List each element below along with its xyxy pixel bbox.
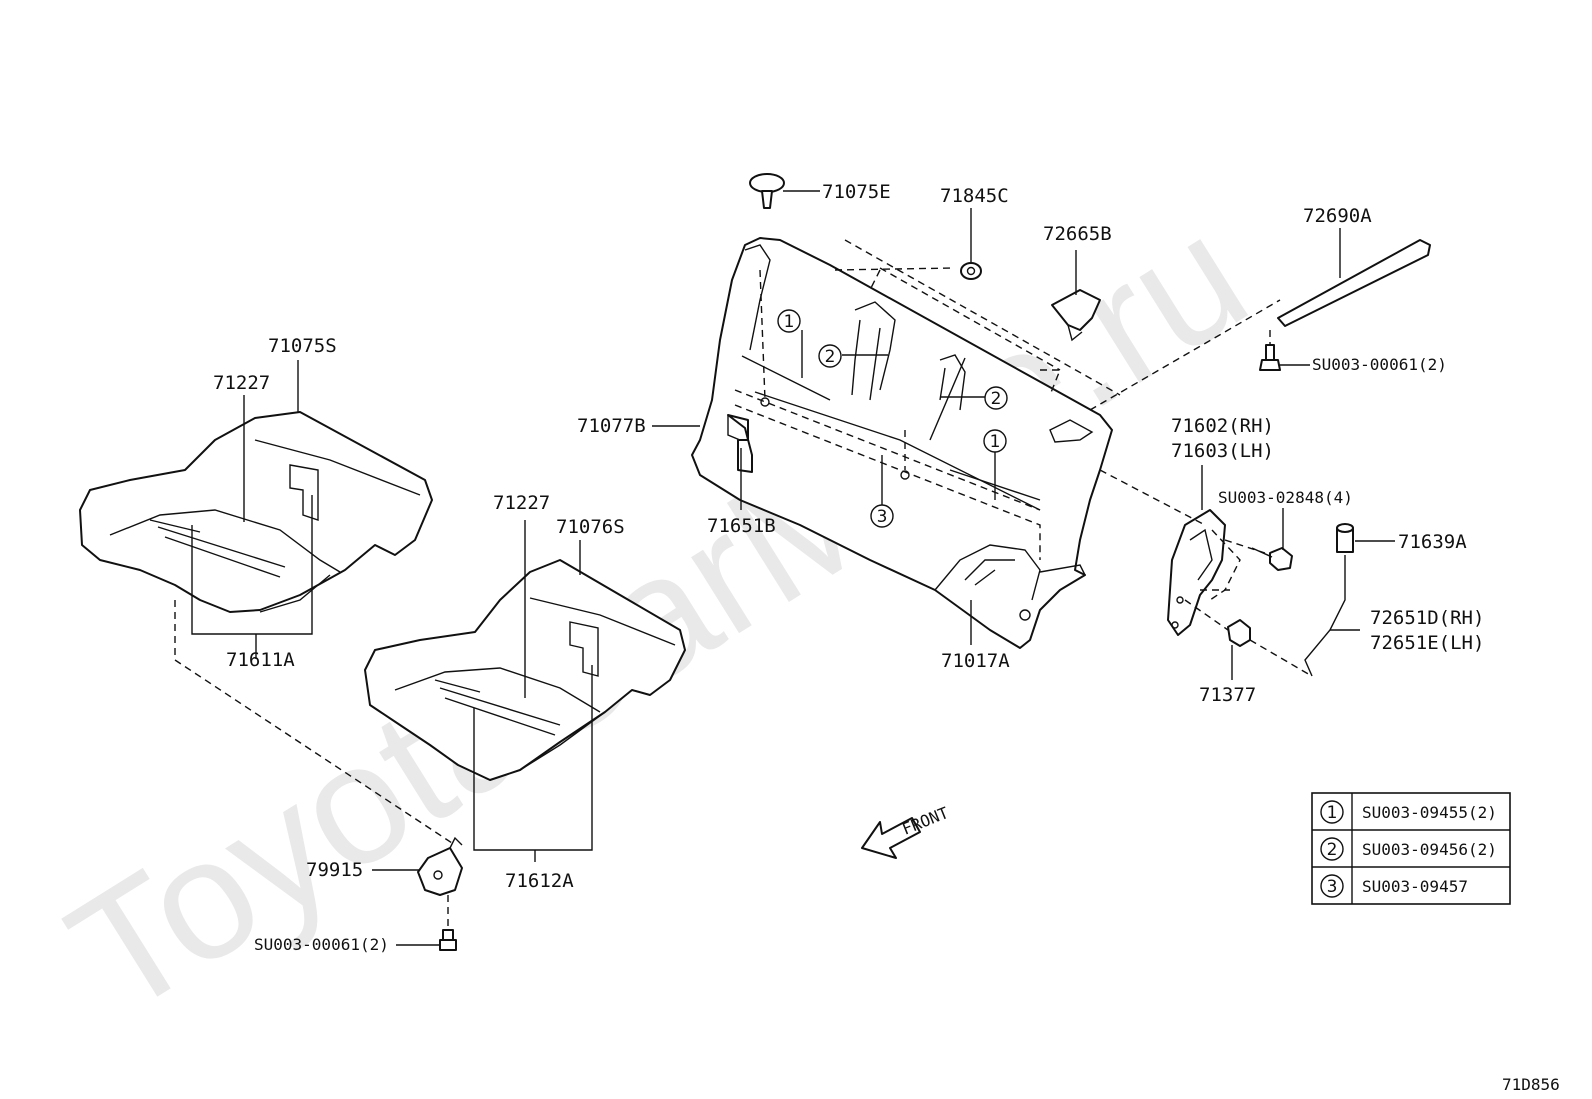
- label-72665b[interactable]: 72665B: [1043, 223, 1112, 245]
- svg-text:SU003-09455(2): SU003-09455(2): [1362, 803, 1497, 822]
- callout-2a[interactable]: 2: [818, 344, 842, 368]
- callout-1b[interactable]: 1: [983, 429, 1007, 453]
- callout-3[interactable]: 3: [870, 504, 894, 528]
- svg-text:SU003-09457: SU003-09457: [1362, 877, 1468, 896]
- label-71227-right[interactable]: 71227: [493, 492, 550, 514]
- strip-72690a[interactable]: [1277, 239, 1431, 327]
- svg-text:2: 2: [825, 347, 836, 367]
- seat-back-wires: [734, 239, 1281, 560]
- clip-71075e[interactable]: [749, 173, 785, 209]
- grommet-71845c[interactable]: [960, 262, 982, 280]
- callout-1a[interactable]: 1: [777, 309, 801, 333]
- pad-71651b[interactable]: [727, 414, 753, 473]
- svg-text:3: 3: [1327, 877, 1338, 897]
- legend-table: 1 SU003-09455(2) 2 SU003-09456(2) 3 SU00…: [1311, 792, 1511, 905]
- diagram-code: 71D856: [1502, 1075, 1560, 1094]
- bolt-su003-02848[interactable]: [1224, 539, 1293, 571]
- hinge-bracket[interactable]: [1099, 469, 1241, 636]
- label-71611a[interactable]: 71611A: [226, 649, 295, 671]
- bolt-bottom-su003-00061[interactable]: [439, 929, 457, 951]
- release-knob-71639a[interactable]: [1336, 523, 1354, 553]
- part-labels: 71075E 71845C 72665B 72690A 71075S 71227…: [213, 181, 1560, 1094]
- label-71077b[interactable]: 71077B: [577, 415, 646, 437]
- leader-lines: [191, 190, 1395, 946]
- label-71227-left[interactable]: 71227: [213, 372, 270, 394]
- label-72651e[interactable]: 72651E(LH): [1370, 632, 1484, 654]
- label-su003-00061-top[interactable]: SU003-00061(2): [1312, 355, 1447, 374]
- label-71076s[interactable]: 71076S: [556, 516, 625, 538]
- label-su003-02848[interactable]: SU003-02848(4): [1218, 488, 1353, 507]
- label-71075e[interactable]: 71075E: [822, 181, 891, 203]
- label-su003-00061-bottom[interactable]: SU003-00061(2): [254, 935, 389, 954]
- svg-text:1: 1: [1327, 803, 1338, 823]
- front-label: FRONT: [899, 803, 951, 839]
- svg-text:1: 1: [784, 312, 795, 332]
- svg-text:1: 1: [990, 432, 1001, 452]
- seat-cushion-left[interactable]: [79, 411, 433, 613]
- label-71651b[interactable]: 71651B: [707, 515, 776, 537]
- label-71603[interactable]: 71603(LH): [1171, 440, 1274, 462]
- label-71017a[interactable]: 71017A: [941, 650, 1010, 672]
- cover-72665b[interactable]: [1051, 289, 1101, 342]
- label-71377[interactable]: 71377: [1199, 684, 1256, 706]
- label-79915[interactable]: 79915: [306, 859, 363, 881]
- label-71602[interactable]: 71602(RH): [1171, 415, 1274, 437]
- seat-back[interactable]: [691, 237, 1113, 649]
- bracket-79915[interactable]: [174, 600, 463, 930]
- svg-text:SU003-09456(2): SU003-09456(2): [1362, 840, 1497, 859]
- svg-text:2: 2: [1327, 840, 1338, 860]
- label-71075s[interactable]: 71075S: [268, 335, 337, 357]
- svg-text:2: 2: [991, 389, 1002, 409]
- label-71612a[interactable]: 71612A: [505, 870, 574, 892]
- label-72690a[interactable]: 72690A: [1303, 205, 1372, 227]
- legend-row-1[interactable]: 1 SU003-09455(2): [1320, 800, 1497, 824]
- front-arrow-icon: FRONT: [861, 803, 951, 859]
- label-71639a[interactable]: 71639A: [1398, 531, 1467, 553]
- callout-2b[interactable]: 2: [984, 386, 1008, 410]
- label-72651d[interactable]: 72651D(RH): [1370, 607, 1484, 629]
- legend-row-2[interactable]: 2 SU003-09456(2): [1320, 837, 1497, 861]
- legend-row-3[interactable]: 3 SU003-09457: [1320, 874, 1468, 898]
- bolt-top-su003-00061[interactable]: [1259, 330, 1281, 371]
- release-rod[interactable]: [1249, 555, 1346, 677]
- svg-text:3: 3: [877, 507, 888, 527]
- label-71845c[interactable]: 71845C: [940, 185, 1009, 207]
